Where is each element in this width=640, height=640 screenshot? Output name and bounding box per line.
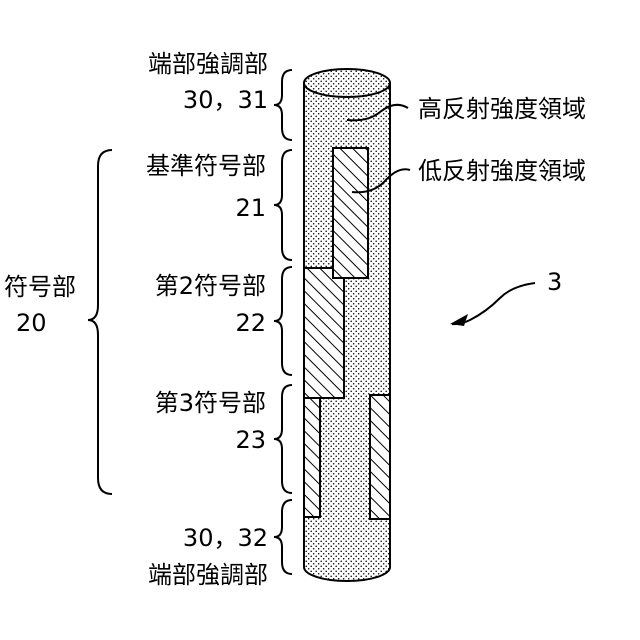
reference-code-ref: 21 [235, 194, 266, 222]
second-code-ref: 22 [235, 309, 266, 337]
object-ref-label: 3 [547, 268, 562, 296]
end-bottom-ref: 30，32 [183, 524, 268, 552]
brace-third [274, 385, 292, 493]
cylinder-marker [304, 69, 390, 581]
low-reflect-label: 低反射強度領域 [418, 157, 586, 185]
brace-reference [274, 150, 292, 260]
brace-end-bottom [274, 500, 292, 574]
low-reflect-region-reference [333, 148, 368, 278]
code-part-ref: 20 [16, 309, 47, 337]
brace-second [274, 267, 292, 375]
low-reflect-region-third-right [370, 395, 390, 519]
second-code-name: 第2符号部 [155, 272, 266, 300]
end-bottom-name: 端部強調部 [148, 561, 268, 589]
end-top-ref: 30，31 [183, 86, 268, 114]
object-reference-arrow [450, 283, 535, 326]
low-reflect-region-third-left [304, 398, 320, 517]
brace-end-top [274, 70, 292, 140]
reference-code-name: 基準符号部 [146, 152, 266, 180]
end-top-name: 端部強調部 [148, 50, 268, 78]
brace-code-part [88, 150, 112, 494]
third-code-name: 第3符号部 [155, 389, 266, 417]
code-part-name: 符号部 [4, 273, 76, 301]
high-reflect-label: 高反射強度領域 [418, 95, 586, 123]
third-code-ref: 23 [235, 426, 266, 454]
